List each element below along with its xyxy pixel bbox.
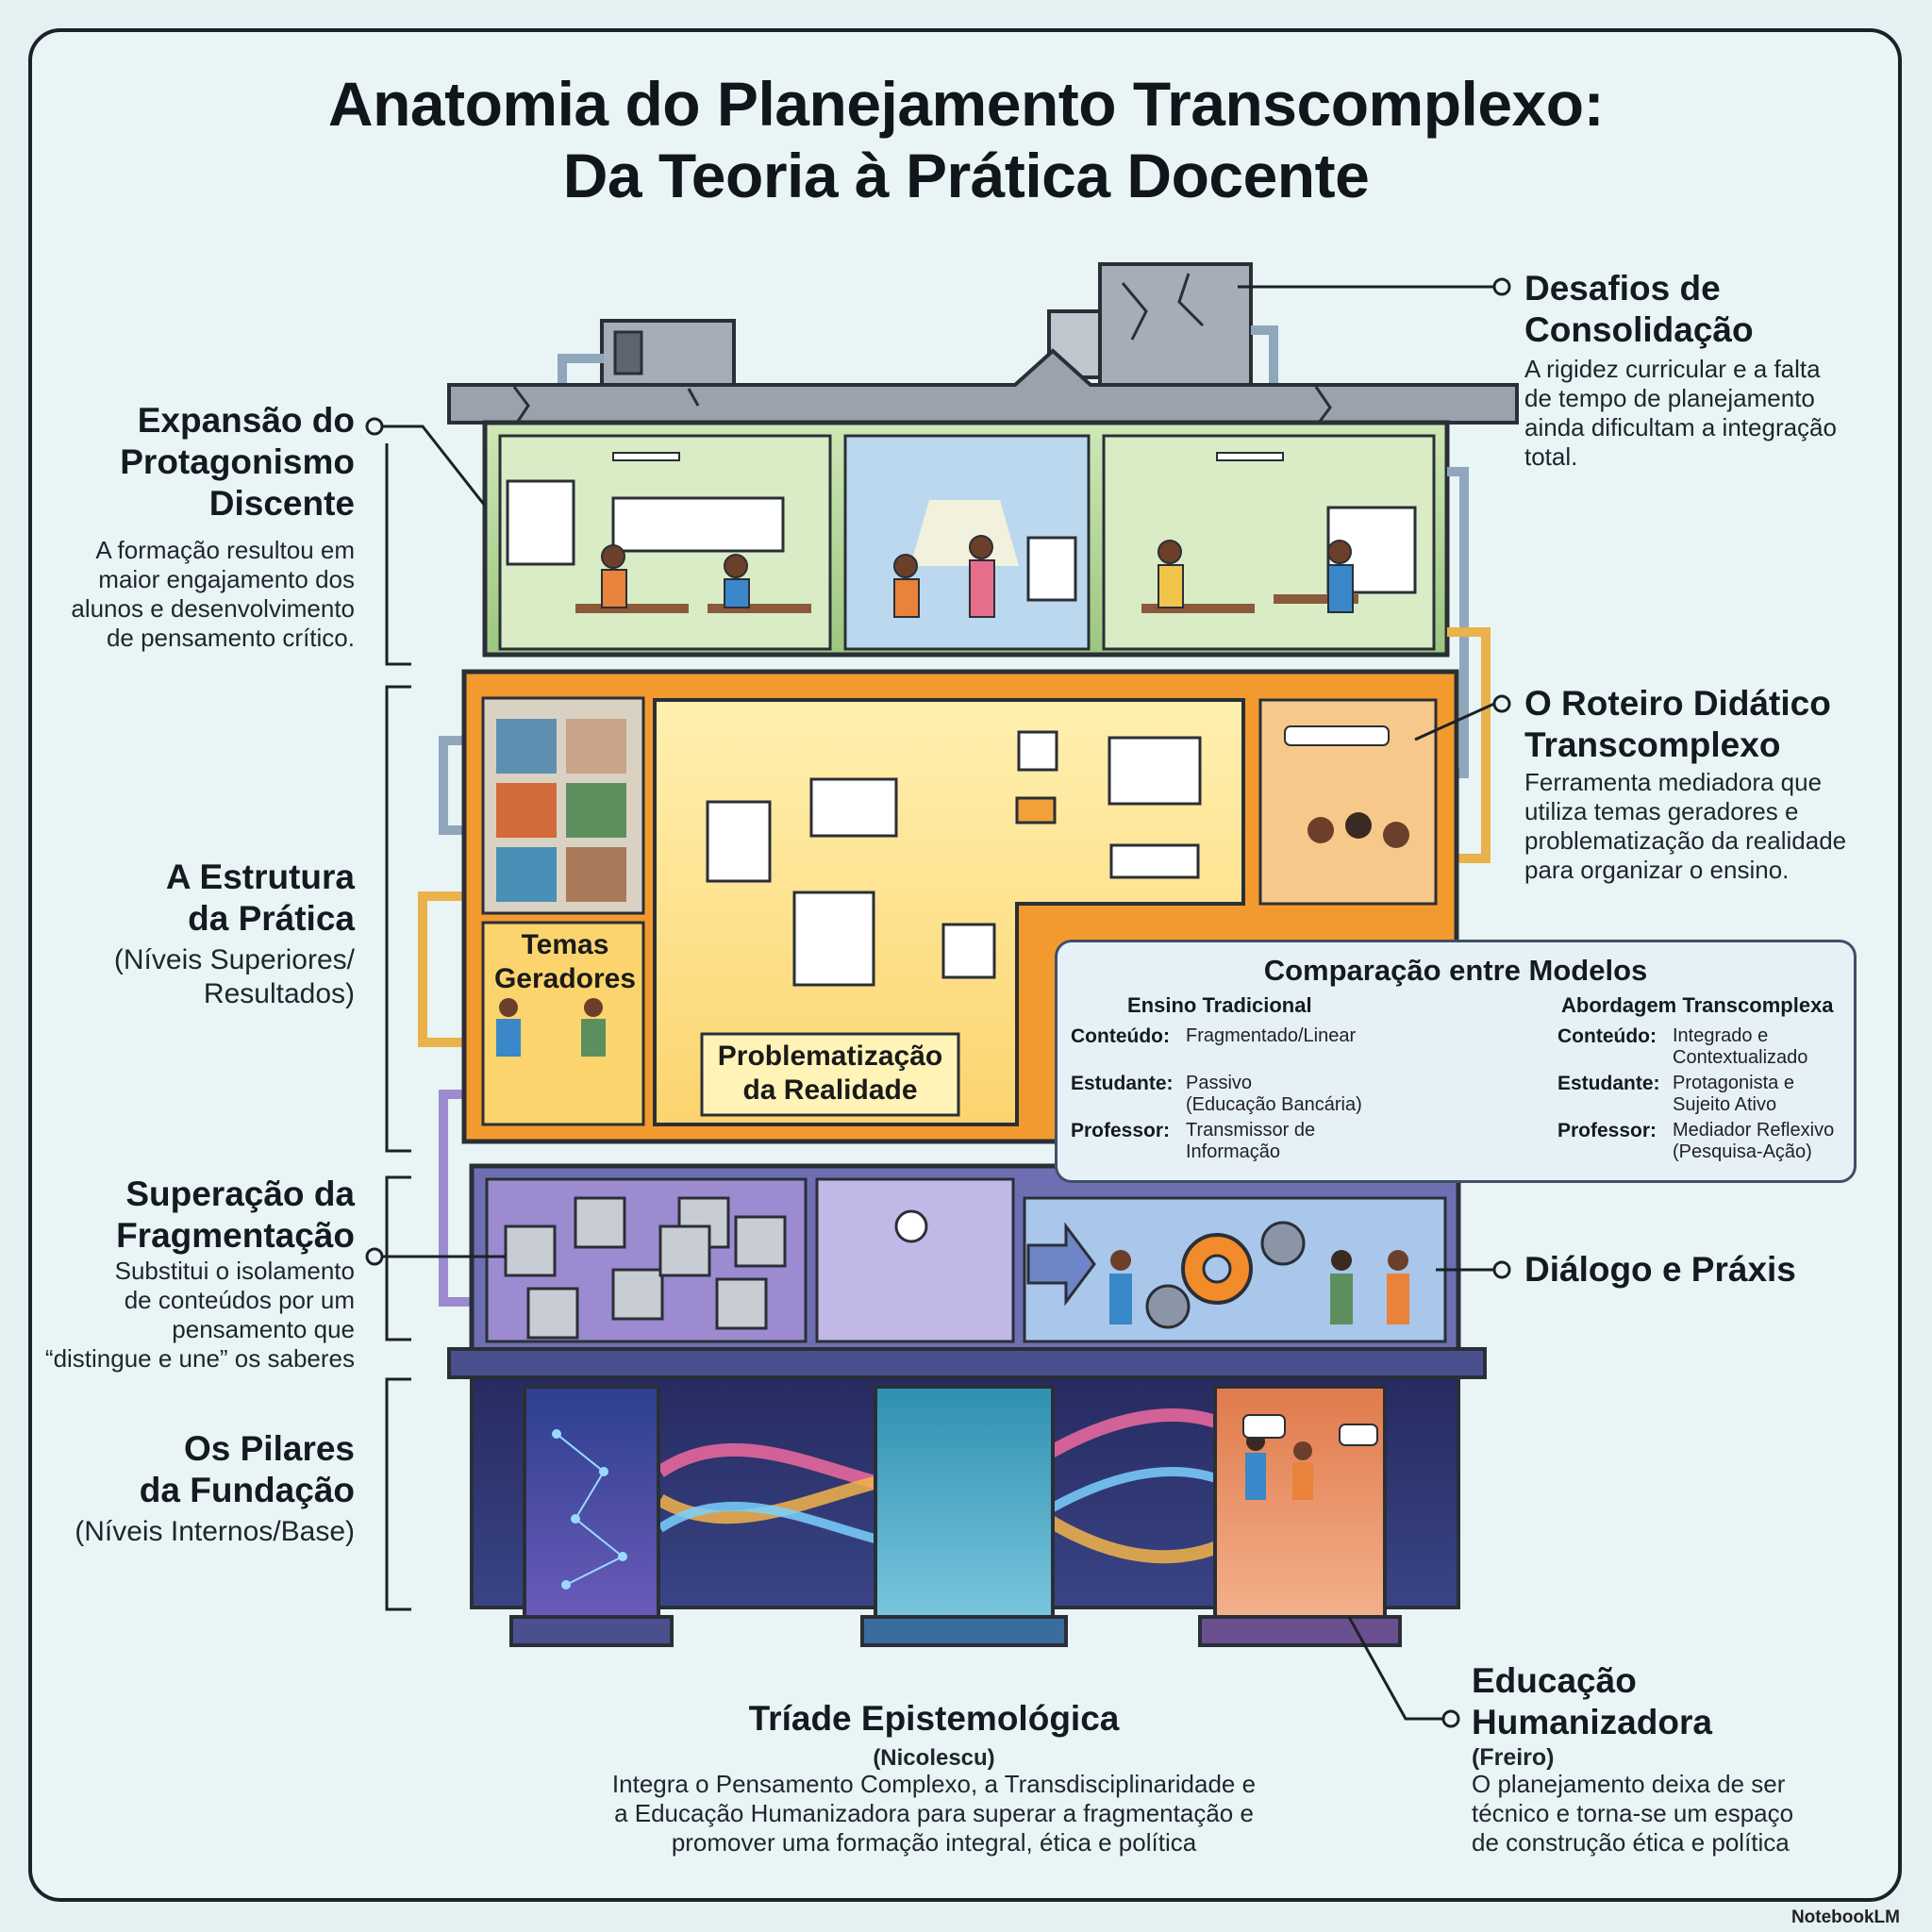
fragmentacao-desc: Substitui o isolamento de conteúdos por …	[44, 1257, 355, 1373]
comparison-panel: Comparação entre Modelos Ensino Tradicio…	[1055, 940, 1857, 1183]
roteiro-title: O Roteiro Didático Transcomplexo	[1524, 684, 1831, 764]
row-conteudo-trad: Fragmentado/Linear	[1186, 1025, 1357, 1046]
row-professor-key-right: Professor:	[1557, 1120, 1657, 1141]
row-professor-key: Professor:	[1071, 1120, 1171, 1141]
row-estudante-trad: Passivo(Educação Bancária)	[1186, 1073, 1362, 1115]
page-title: Anatomia do Planejamento Transcomplexo:	[327, 69, 1605, 139]
estrutura-sub: (Níveis Superiores/ Resultados)	[113, 944, 355, 1009]
triade-author: (Nicolescu)	[873, 1745, 995, 1771]
row-estudante-key: Estudante:	[1071, 1073, 1174, 1094]
foundation	[470, 1375, 1460, 1647]
desafios-desc: A rigidez curricular e a falta de tempo …	[1524, 355, 1837, 471]
pipe-left-3	[439, 1090, 472, 1307]
pipe-left-2	[418, 891, 462, 1047]
fragmentacao-title: Superação da Fragmentação	[116, 1174, 355, 1255]
estrutura-title: A Estrutura da Prática	[165, 858, 355, 938]
lower-floor	[469, 1163, 1461, 1354]
educacao-title: Educação Humanizadora	[1472, 1661, 1712, 1741]
row-conteudo-key: Conteúdo:	[1071, 1025, 1170, 1047]
triade-title: Tríade Epistemológica	[748, 1699, 1120, 1738]
row-professor-trans: Mediador Reflexivo(Pesquisa-Ação)	[1673, 1120, 1835, 1162]
row-conteudo-key-right: Conteúdo:	[1557, 1025, 1657, 1047]
brand-logo: NotebookLM	[1790, 1907, 1900, 1927]
triade-desc: Integra o Pensamento Complexo, a Transdi…	[611, 1770, 1257, 1857]
pilares-sub: (Níveis Internos/Base)	[75, 1516, 355, 1547]
connector-lines	[380, 285, 1495, 1721]
dialogo-title: Diálogo e Práxis	[1524, 1250, 1796, 1289]
educacao-author: (Freiro)	[1472, 1744, 1555, 1771]
roof-units	[558, 262, 1278, 389]
lower-slab	[447, 1347, 1487, 1379]
connector-dots	[365, 277, 1511, 1728]
pipe-right-2	[1447, 627, 1491, 863]
row-estudante-key-right: Estudante:	[1557, 1073, 1660, 1094]
protagonismo-desc: A formação resultou em maior engajamento…	[71, 536, 355, 652]
comparison-title: Comparação entre Modelos	[1263, 954, 1648, 987]
comparison-right-header: Abordagem Transcomplexa	[1561, 993, 1834, 1017]
roteiro-desc: Ferramenta mediadora que utiliza temas g…	[1524, 768, 1847, 884]
page-subtitle: Da Teoria à Prática Docente	[562, 141, 1370, 210]
pipe-right	[1447, 467, 1469, 778]
educacao-desc: O planejamento deixa de ser técnico e to…	[1472, 1770, 1794, 1857]
left-brackets	[385, 443, 411, 1611]
top-floor-classrooms	[482, 420, 1450, 658]
comparison-left-header: Ensino Tradicional	[1127, 993, 1312, 1017]
desafios-title: Desafios de Consolidação	[1524, 269, 1754, 349]
protagonismo-title: Expansão do Protagonismo Discente	[120, 401, 355, 523]
pilares-title: Os Pilares da Fundação	[139, 1429, 355, 1509]
pipe-left	[439, 736, 462, 835]
